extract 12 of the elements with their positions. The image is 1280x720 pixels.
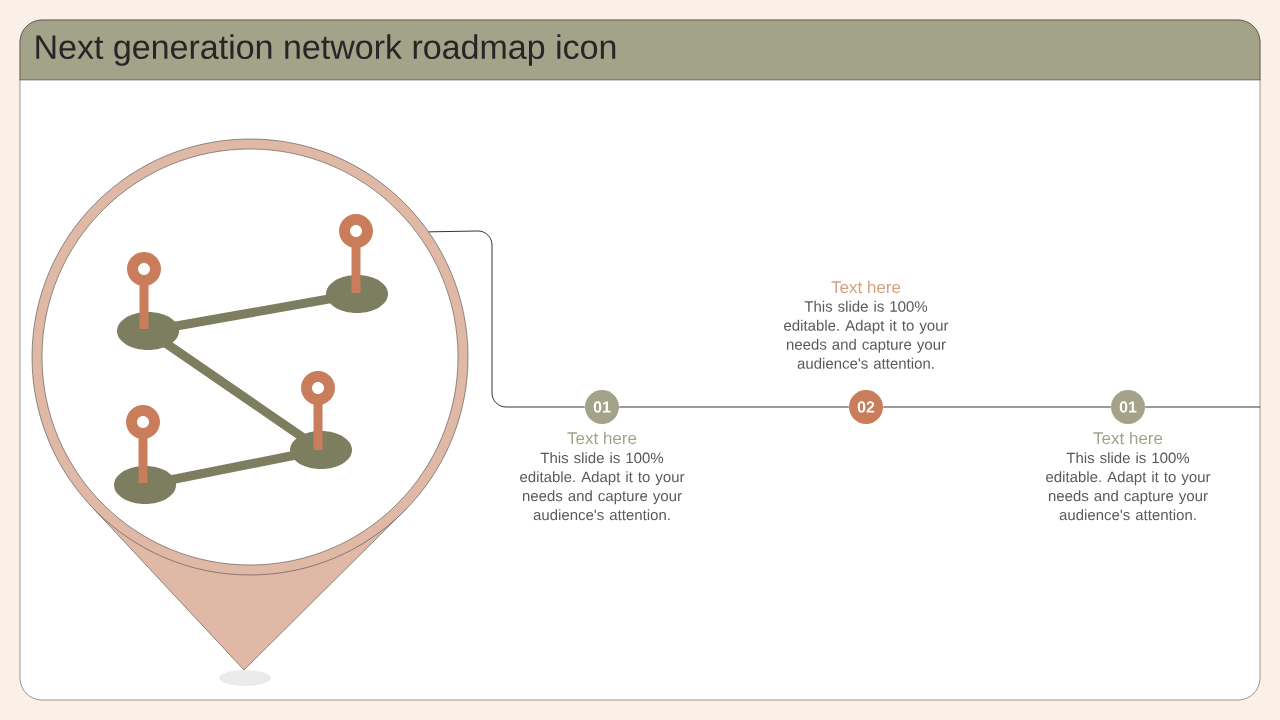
connector-line <box>882 406 1112 408</box>
connector-line <box>618 406 850 408</box>
slide-title: Next generation network roadmap icon <box>36 34 616 66</box>
step-description: This slide is 100% editable. Adapt it to your needs and capture your audience's attention. <box>784 300 949 369</box>
step-description: This slide is 100% editable. Adapt it to your needs and capture your audience's attention. <box>520 452 685 521</box>
step-heading: Text here <box>567 431 637 445</box>
map-pin-drawing <box>31 138 469 686</box>
step-description: This slide is 100% editable. Adapt it to your needs and capture your audience's attention. <box>1046 452 1211 521</box>
connector-line <box>428 230 586 408</box>
step-heading: Text here <box>1093 431 1163 445</box>
connector-line <box>1144 406 1261 408</box>
step-heading: Text here <box>831 280 901 294</box>
